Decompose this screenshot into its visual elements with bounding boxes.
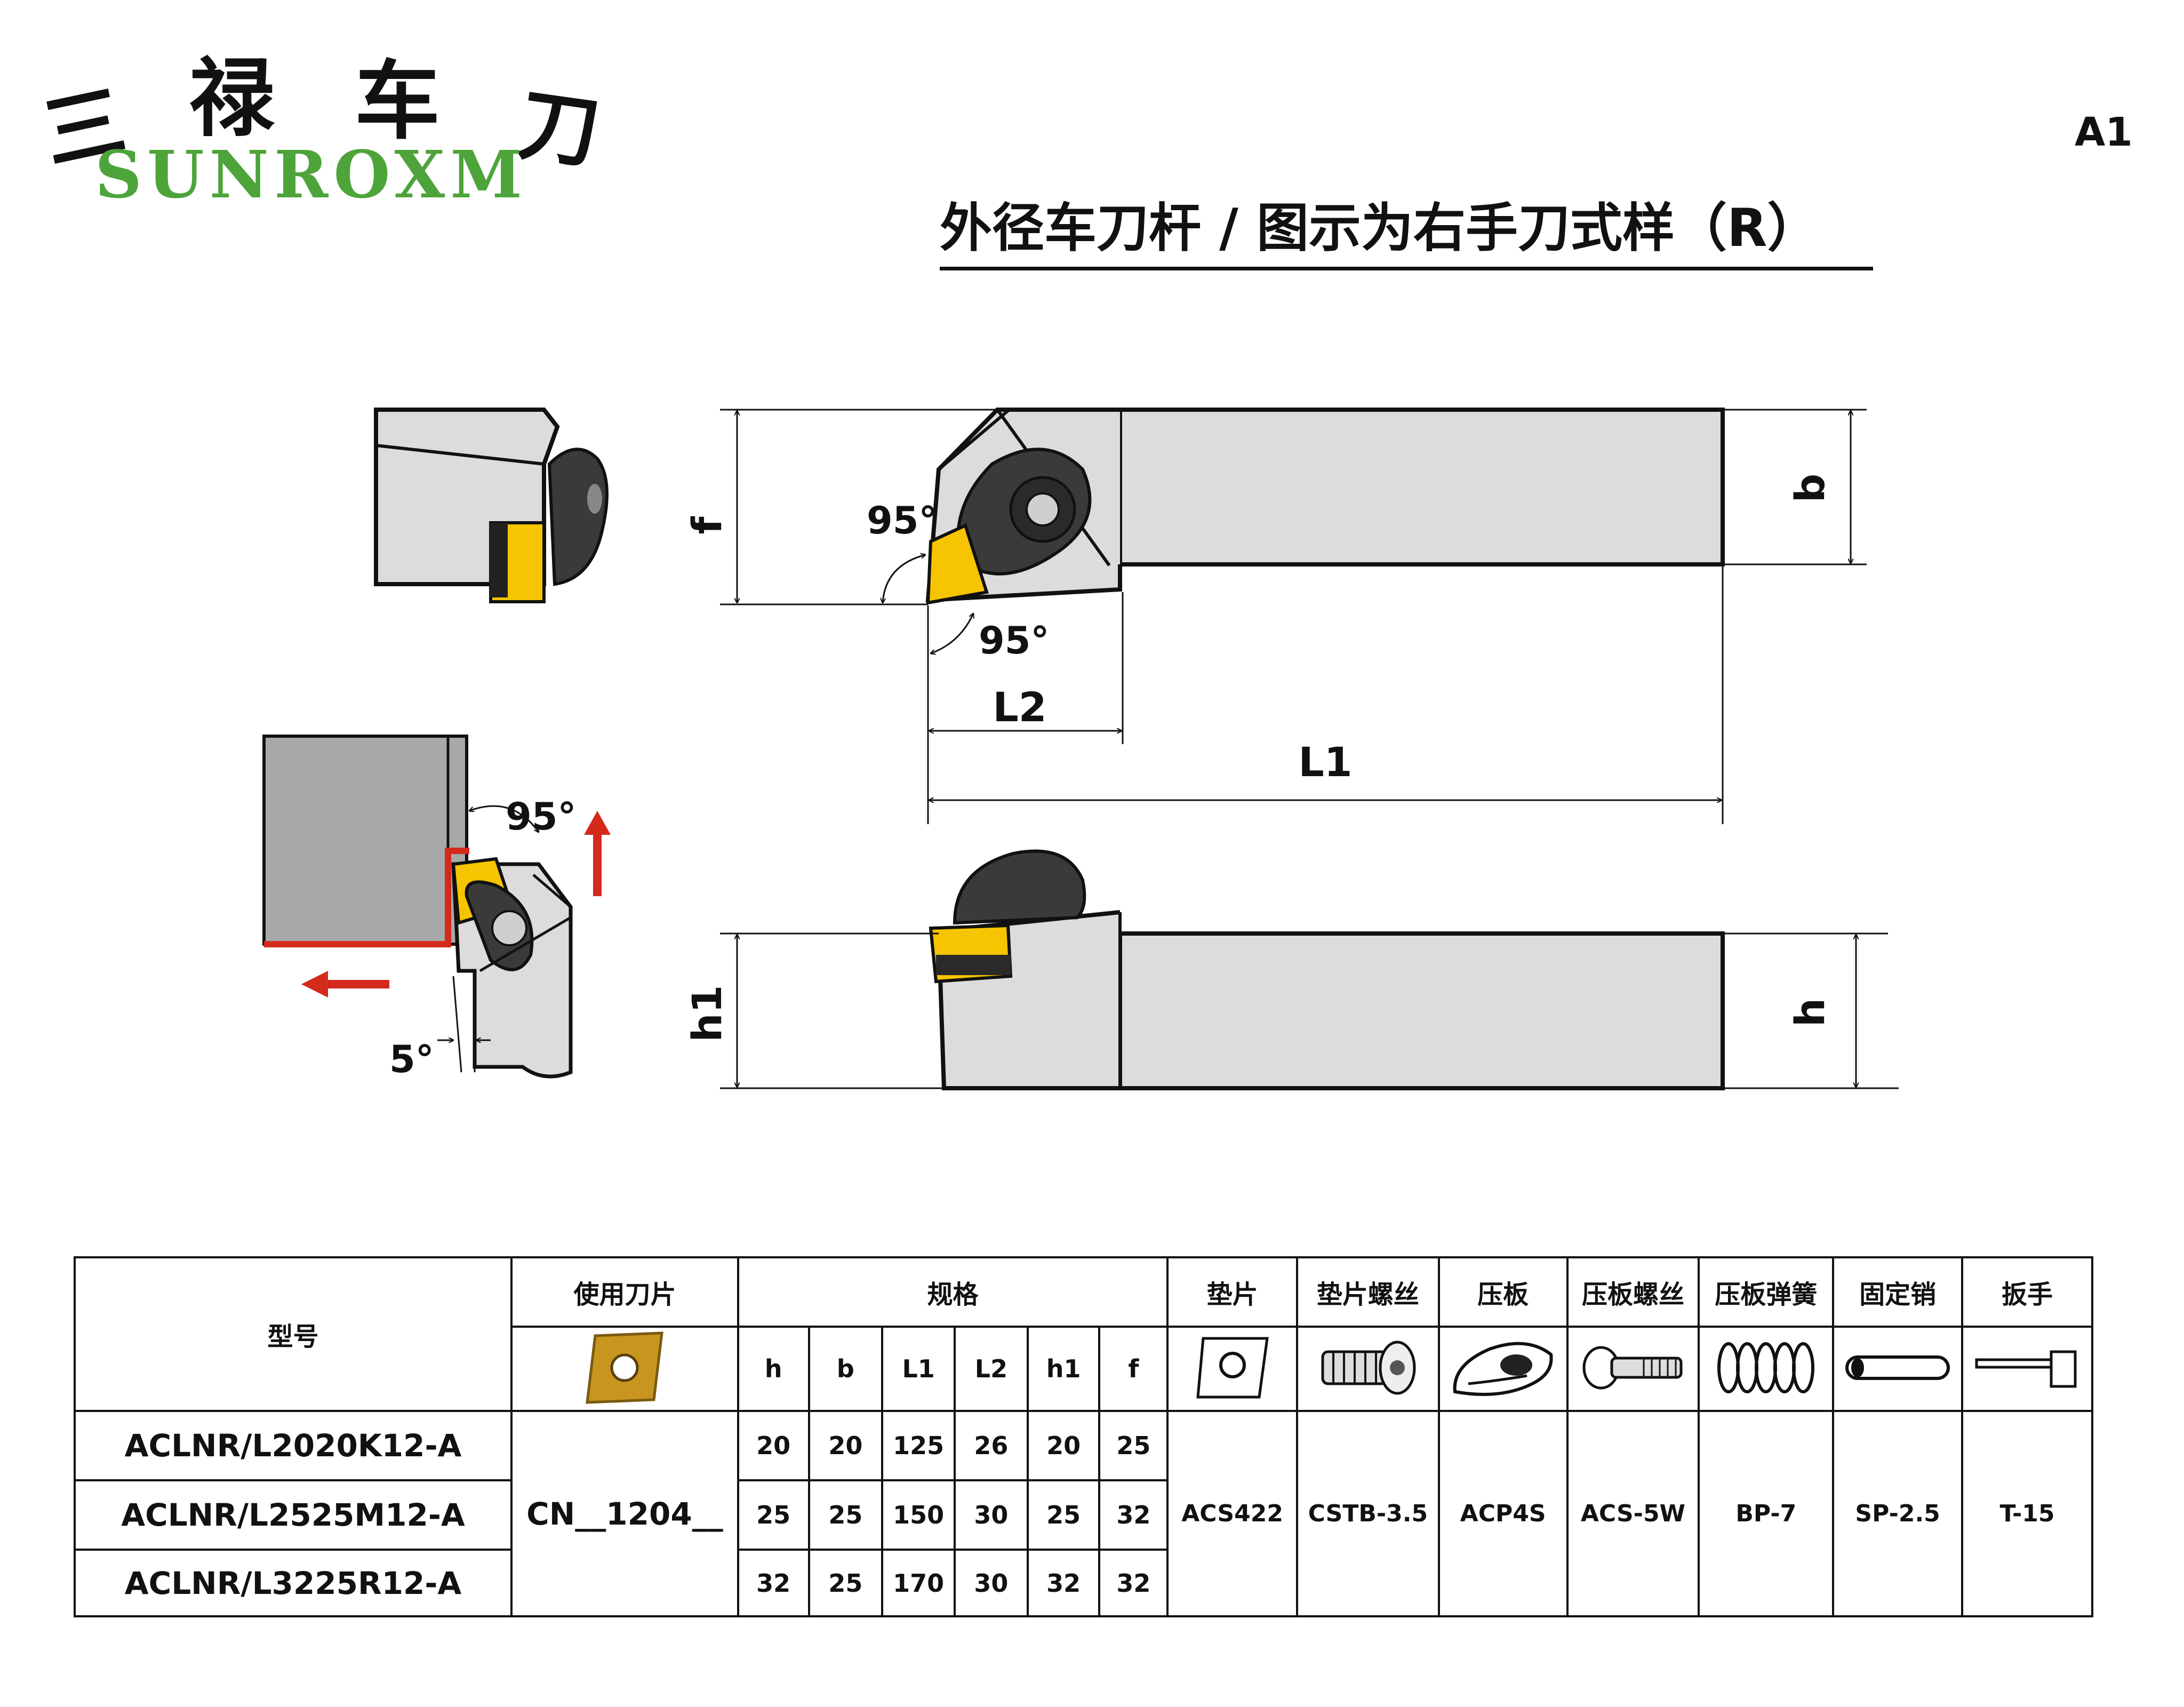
angle-label-1: 95° (867, 499, 937, 543)
row-1-l1: 125 (881, 1410, 956, 1481)
header-shim-screw: 垫片螺丝 (1296, 1256, 1440, 1328)
shim-screw-icon (1321, 1341, 1416, 1395)
page-title: 外径车刀杆 / 图示为右手刀式样（R） (940, 186, 1873, 270)
part-shim-screw: CSTB-3.5 (1296, 1410, 1440, 1617)
row-1-h1: 20 (1026, 1410, 1101, 1481)
angle-label-2: 95° (979, 619, 1049, 663)
spec-col-l1: L1 (881, 1326, 956, 1412)
clamp-part-icon (1453, 1342, 1553, 1396)
dim-h1: h1 (683, 985, 731, 1042)
row-1-h: 20 (737, 1410, 810, 1481)
angle-label-4: 5° (389, 1038, 434, 1081)
logo-char-3: 车 (355, 51, 441, 151)
model-row-1: ACLNR/L2020K12-A (73, 1410, 513, 1481)
shim-image-cell (1166, 1326, 1298, 1412)
row-3-h: 32 (737, 1549, 810, 1617)
row-2-h: 25 (737, 1479, 810, 1551)
part-shim: ACS422 (1166, 1410, 1298, 1617)
header-clamp: 压板 (1437, 1256, 1569, 1328)
row-2-l1: 150 (881, 1479, 956, 1551)
row-2-f: 32 (1098, 1479, 1169, 1551)
model-row-3: ACLNR/L3225R12-A (73, 1549, 513, 1617)
clamp-icon (953, 849, 1086, 925)
spec-col-f: f (1098, 1326, 1169, 1412)
header-pin: 固定销 (1832, 1256, 1964, 1328)
header-shim: 垫片 (1166, 1256, 1298, 1328)
logo-brand-name: SUNROXM (95, 136, 528, 213)
header-insert: 使用刀片 (510, 1256, 739, 1328)
spec-col-l2: L2 (954, 1326, 1029, 1412)
insert-image-cell (510, 1326, 739, 1412)
feed-arrow-up-icon (584, 811, 611, 835)
spec-table: 型号 使用刀片 规格 垫片 垫片螺丝 压板 压板螺丝 压板弹簧 固定销 扳手 h… (73, 1256, 2093, 1617)
insert-icon (926, 523, 989, 605)
row-1-f: 25 (1098, 1410, 1169, 1481)
spring-icon (1717, 1342, 1815, 1393)
dim-l2: L2 (993, 683, 1046, 731)
row-1-l2: 26 (954, 1410, 1029, 1481)
machining-view (262, 735, 611, 1079)
spec-col-h1: h1 (1026, 1326, 1101, 1412)
header-clamp-screw: 压板螺丝 (1566, 1256, 1700, 1328)
shim-icon (1196, 1337, 1269, 1399)
row-3-b: 25 (807, 1549, 884, 1617)
wrench-icon (1975, 1350, 2077, 1388)
header-clamp-spring: 压板弹簧 (1698, 1256, 1835, 1328)
clamp-spring-image-cell (1698, 1326, 1835, 1412)
model-row-2: ACLNR/L2525M12-A (73, 1479, 513, 1551)
side-view (720, 849, 1899, 1090)
row-3-l1: 170 (881, 1549, 956, 1617)
end-view-top (374, 408, 609, 603)
top-view (720, 408, 1867, 824)
feed-arrow-left-icon (301, 971, 328, 998)
dim-b: b (1786, 474, 1834, 502)
header-wrench: 扳手 (1961, 1256, 2093, 1328)
spec-col-b: b (807, 1326, 884, 1412)
clamp-screw-icon (1582, 1346, 1683, 1390)
row-3-h1: 32 (1026, 1549, 1101, 1617)
spec-col-h: h (737, 1326, 810, 1412)
pin-image-cell (1832, 1326, 1964, 1412)
part-clamp-screw: ACS-5W (1566, 1410, 1700, 1617)
workpiece (262, 735, 468, 946)
header-model: 型号 (73, 1256, 513, 1412)
part-wrench: T-15 (1961, 1410, 2093, 1617)
row-1-b: 20 (807, 1410, 884, 1481)
dim-l1: L1 (1298, 738, 1352, 786)
torx-screw-icon (1026, 492, 1060, 527)
row-2-b: 25 (807, 1479, 884, 1551)
shim-screw-image-cell (1296, 1326, 1440, 1412)
insert-code: CN__1204__ (510, 1410, 739, 1617)
part-pin: SP-2.5 (1832, 1410, 1964, 1617)
page-code: A1 (2075, 109, 2133, 155)
logo-char-2: 禄 (189, 48, 275, 148)
clamp-screw-image-cell (1566, 1326, 1700, 1412)
dim-f: f (683, 516, 731, 535)
wrench-image-cell (1961, 1326, 2093, 1412)
cnmg-insert-icon (586, 1331, 664, 1404)
pin-icon (1845, 1355, 1950, 1380)
dim-h: h (1786, 998, 1834, 1027)
clamp-image-cell (1437, 1326, 1569, 1412)
angle-label-3: 95° (506, 795, 576, 839)
row-2-l2: 30 (954, 1479, 1029, 1551)
header-spec: 规格 (737, 1256, 1169, 1328)
row-2-h1: 25 (1026, 1479, 1101, 1551)
part-clamp: ACP4S (1437, 1410, 1569, 1617)
tool-holder-diagram: 95° 95° 95° 5° f b L2 L1 h1 h (262, 408, 1899, 1090)
row-3-f: 32 (1098, 1549, 1169, 1617)
row-3-l2: 30 (954, 1549, 1029, 1617)
part-clamp-spring: BP-7 (1698, 1410, 1835, 1617)
